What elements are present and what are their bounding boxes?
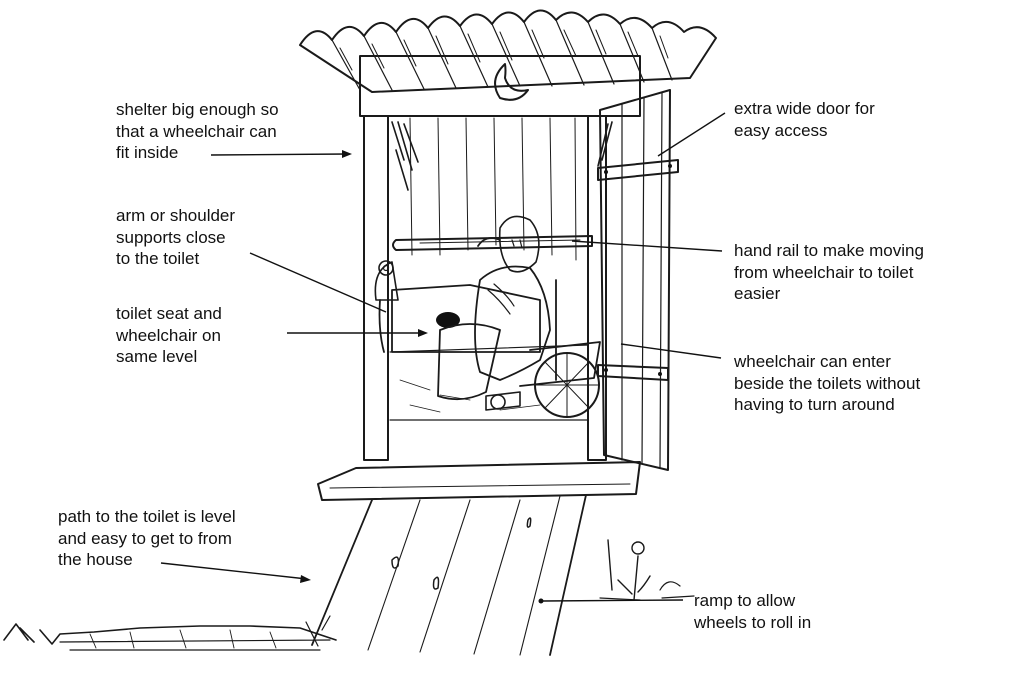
leader-lines [161,113,725,604]
wide-door [598,90,678,470]
corrugated-roof [300,10,716,92]
ramp [312,495,586,655]
seated-person [438,216,550,399]
label-wide-door: extra wide door for easy access [734,98,875,141]
label-wheelchair-enter: wheelchair can enter beside the toilets … [734,351,920,416]
door-hinge-upper [598,160,678,180]
label-ramp: ramp to allow wheels to roll in [694,590,811,633]
leader-wheelchair-enter [621,344,721,358]
toilet-paper-roll [379,261,393,275]
label-same-level: toilet seat and wheelchair on same level [116,303,222,368]
small-plants [600,540,694,600]
door-hinge-lower [598,365,668,380]
label-path: path to the toilet is level and easy to … [58,506,236,571]
toilet-bench [375,262,540,352]
leader-hand-rail [572,241,722,251]
label-hand-rail: hand rail to make moving from wheelchair… [734,240,924,305]
label-shelter: shelter big enough so that a wheelchair … [116,99,279,164]
label-arm-supports: arm or shoulder supports close to the to… [116,205,235,270]
leader-arm-supports [250,253,386,312]
leader-wide-door [658,113,725,156]
leader-ramp [543,600,683,601]
platform-step [318,462,640,500]
house-roof-detail [4,616,336,650]
crescent-moon-icon [495,64,528,100]
